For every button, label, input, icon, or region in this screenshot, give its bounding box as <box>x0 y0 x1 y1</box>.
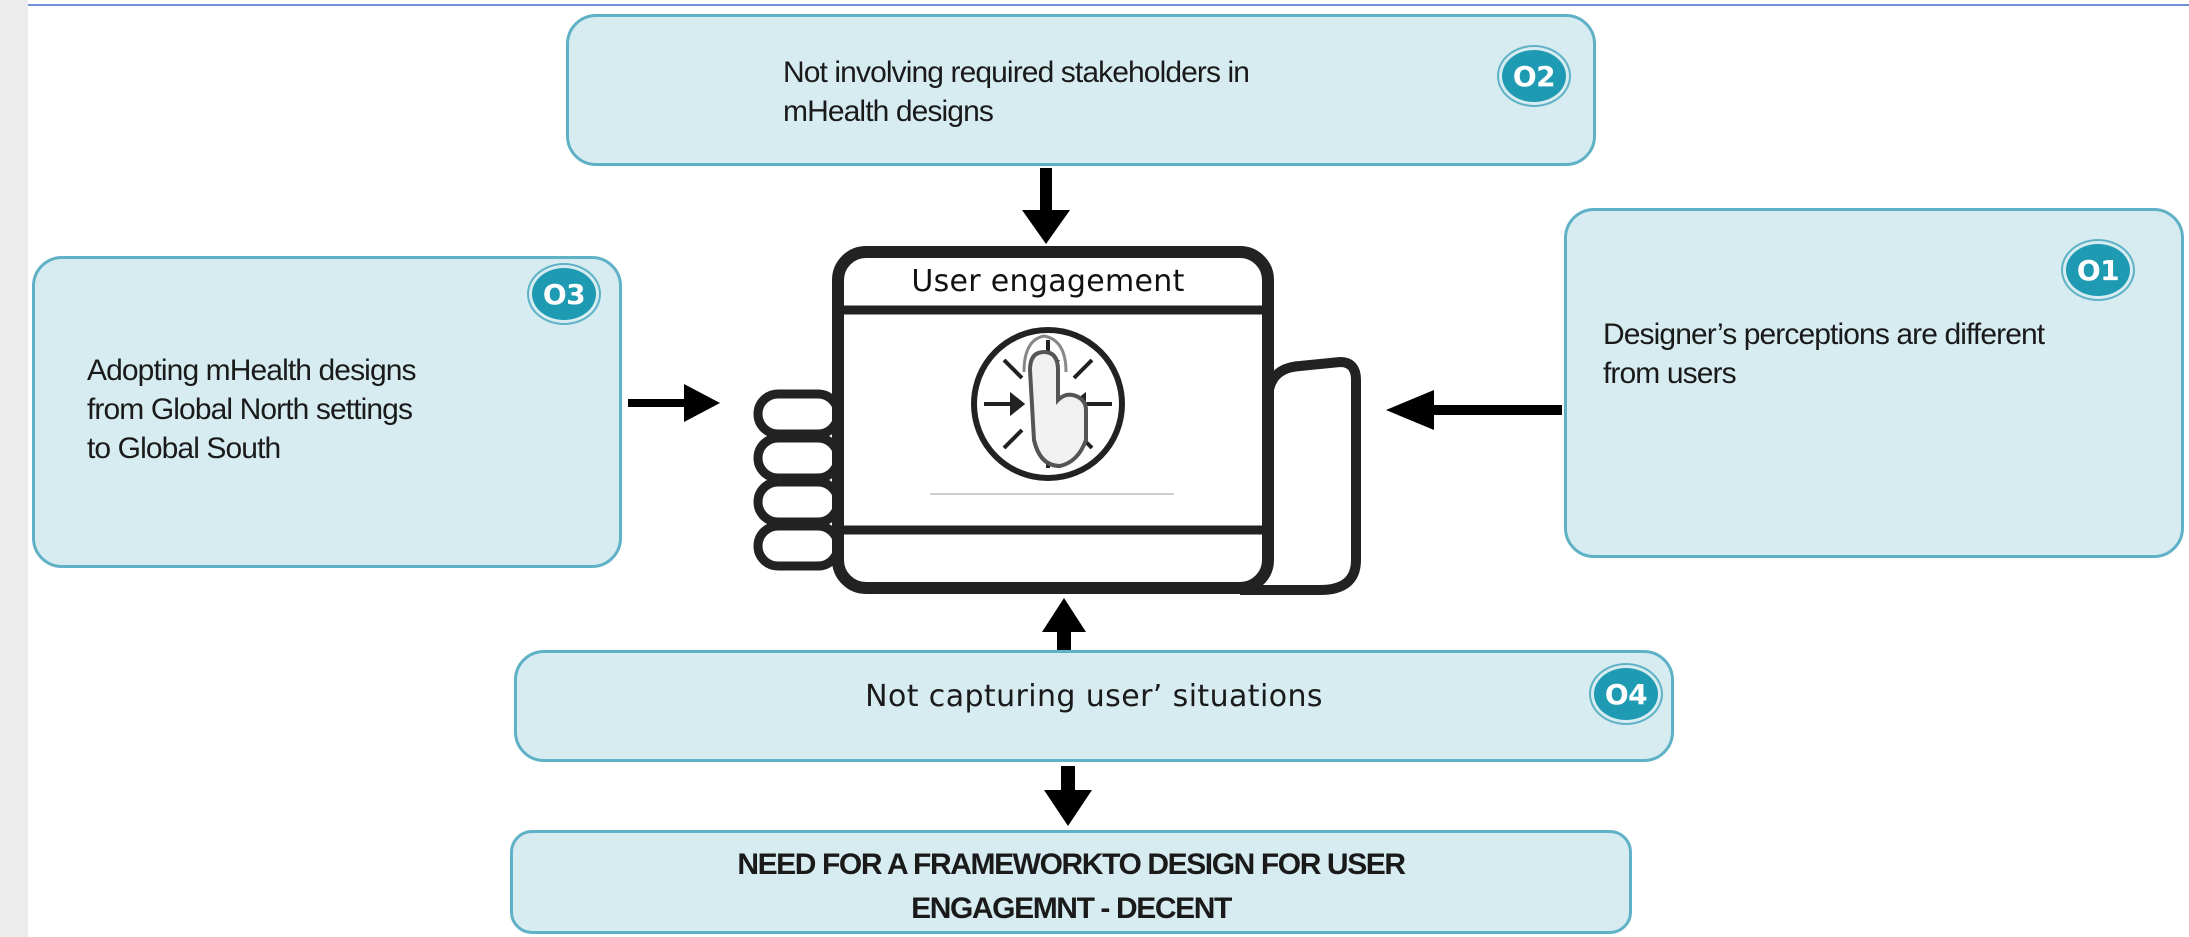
o3-box: Adopting mHealth designs from Global Nor… <box>32 256 622 568</box>
top-border-line <box>28 4 2189 6</box>
o2-badge: O2 <box>1499 47 1569 105</box>
o4-text: Not capturing user’ situations <box>865 679 1323 714</box>
conclusion-text: NEED FOR A FRAMEWORKTO DESIGN FOR USER E… <box>737 848 1406 925</box>
arrow-o3-right <box>628 384 720 422</box>
arrow-o1-left <box>1386 390 1562 430</box>
o3-badge: O3 <box>529 265 599 323</box>
arrow-o4-up <box>1042 598 1086 650</box>
o2-box: Not involving required stakeholders in m… <box>566 14 1596 166</box>
o2-text: Not involving required stakeholders in m… <box>783 56 1250 128</box>
o3-text: Adopting mHealth designs from Global Nor… <box>87 354 417 465</box>
o1-text: Designer’s perceptions are different fro… <box>1603 318 2045 390</box>
arrow-o4-down <box>1044 766 1092 826</box>
o4-box: Not capturing user’ situations O4 <box>514 650 1674 762</box>
o1-badge: O1 <box>2063 241 2133 299</box>
hand-phone-icon <box>753 246 1361 595</box>
o4-badge: O4 <box>1591 665 1661 723</box>
arrow-o2-down <box>1022 168 1070 244</box>
left-margin-strip <box>0 0 28 937</box>
user-engagement-label: User engagement <box>911 264 1185 299</box>
o1-box: Designer’s perceptions are different fro… <box>1564 208 2184 558</box>
conclusion-box: NEED FOR A FRAMEWORKTO DESIGN FOR USER E… <box>510 830 1632 934</box>
